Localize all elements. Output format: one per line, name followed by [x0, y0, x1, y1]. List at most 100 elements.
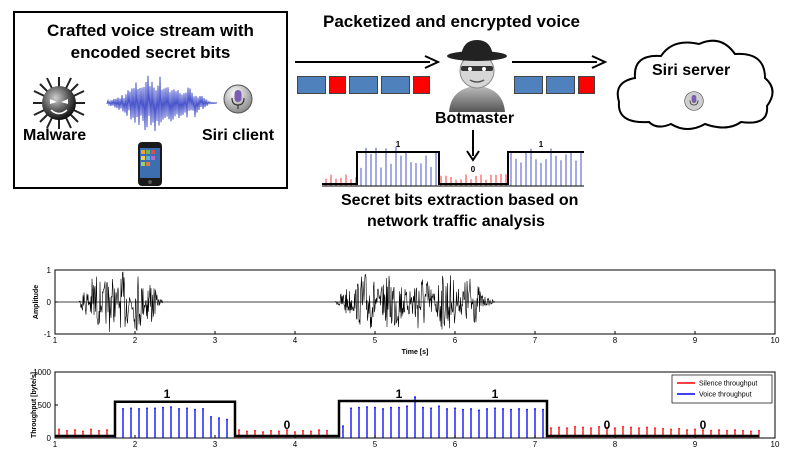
x-tick-label: 7: [533, 440, 538, 449]
voice-bar-marker: [138, 408, 140, 410]
x-tick-label: 6: [453, 336, 458, 345]
voice-bar-marker: [342, 425, 344, 428]
packetized-encrypted-voice-label: Packetized and encrypted voice: [323, 12, 580, 31]
silence-bar-marker: [654, 427, 656, 429]
silence-bar-marker: [750, 430, 752, 433]
silence-bar-marker: [318, 429, 320, 431]
packet-red: [329, 76, 346, 94]
silence-bar-marker: [238, 429, 240, 431]
voice-bar-marker: [486, 408, 488, 410]
voice-bar-marker: [542, 408, 544, 411]
silence-bar-marker: [590, 427, 592, 429]
voice-bar-marker: [374, 406, 376, 409]
silence-bar-marker: [294, 431, 296, 433]
silence-bar-marker: [286, 429, 288, 431]
silence-bar-marker: [718, 429, 720, 431]
voice-bar-marker: [510, 408, 512, 411]
silence-bar-marker: [622, 425, 624, 428]
voice-bar-marker: [390, 406, 392, 409]
voice-bar-marker: [178, 408, 180, 410]
y-tick-label: 0: [47, 298, 52, 307]
arrow-to-siri-server: [512, 55, 608, 69]
voice-bar-marker: [534, 408, 536, 410]
voice-bar-marker: [194, 408, 196, 411]
box-title-line2: encoded secret bits: [70, 43, 231, 62]
silence-bar-marker: [726, 429, 728, 432]
silence-bar-marker: [566, 427, 568, 429]
voice-bar-marker: [154, 407, 156, 410]
packet-blue: [546, 76, 575, 94]
silence-bar-marker: [310, 430, 312, 433]
packet-blue: [349, 76, 378, 94]
malware-virus-icon: [33, 77, 85, 129]
voice-bar-marker: [146, 407, 148, 410]
spy-botmaster-icon: [447, 40, 507, 112]
y-axis-label: Amplitude: [33, 285, 40, 319]
malware-label: Malware: [23, 127, 87, 144]
voice-bar-marker: [130, 407, 132, 410]
y-tick-label: 0: [47, 434, 52, 443]
voice-bar-marker: [446, 408, 448, 410]
voice-bar-marker: [210, 415, 212, 418]
silence-bar-marker: [638, 427, 640, 429]
x-tick-label: 1: [53, 440, 58, 449]
voice-bar-marker: [162, 406, 164, 409]
cloud-microphone-icon: [684, 91, 704, 111]
amplitude-waveform-segment: [334, 273, 496, 330]
bit-label: 1: [396, 387, 403, 401]
x-axis-label: Time [s]: [402, 349, 429, 356]
voice-bar-marker: [226, 418, 228, 421]
arrow-down-to-extraction: [466, 130, 480, 162]
x-tick-label: 2: [133, 440, 138, 449]
silence-bar-marker: [254, 429, 256, 432]
voice-bar-marker: [470, 408, 472, 410]
y-tick-label: 1: [47, 266, 52, 275]
voice-bar-marker: [422, 406, 424, 409]
silence-bar-marker: [90, 428, 92, 431]
voice-bar-marker: [406, 405, 408, 408]
voice-bar-marker: [414, 396, 416, 398]
voice-bar-marker: [366, 406, 368, 408]
x-tick-label: 8: [613, 440, 618, 449]
packet-blue: [514, 76, 543, 94]
siri-client-label: Siri client: [202, 127, 275, 144]
bit-label: 1: [164, 387, 171, 401]
cloud-icon: [616, 39, 774, 130]
packet-blue: [297, 76, 326, 94]
silence-bar-marker: [742, 429, 744, 432]
mini-bit-label: 1: [539, 140, 544, 149]
y-tick-label: 1000: [33, 368, 51, 377]
silence-bar-marker: [262, 431, 264, 433]
silence-bar-marker: [246, 430, 248, 433]
silence-bar-marker: [606, 426, 608, 429]
silence-bar-marker: [646, 426, 648, 429]
packet-red: [578, 76, 595, 94]
silence-bar-marker: [302, 429, 304, 432]
silence-bar-marker: [694, 428, 696, 431]
x-tick-label: 4: [293, 440, 298, 449]
amplitude-waveform-segment: [78, 271, 164, 333]
box-title-line1: Crafted voice stream with: [47, 21, 254, 40]
x-tick-label: 8: [613, 336, 618, 345]
silence-bar-marker: [270, 429, 272, 432]
voice-bar-marker: [438, 405, 440, 408]
silence-bar-marker: [98, 429, 100, 432]
x-tick-label: 4: [293, 336, 298, 345]
mini-bit-label: 1: [396, 140, 401, 149]
microphone-icon: [223, 84, 253, 114]
botmaster-label: Botmaster: [435, 110, 515, 127]
silence-bar-marker: [702, 429, 704, 431]
extraction-label-line1: Secret bits extraction based on: [341, 192, 579, 209]
mini-bit-extraction-chart: 1 0 1: [322, 140, 584, 187]
silence-bar-marker: [662, 427, 664, 430]
silence-bar-marker: [582, 426, 584, 429]
voice-bar-marker: [518, 408, 520, 410]
silence-bar-marker: [710, 429, 712, 432]
throughput-chart: 1011001234567891010005000Time [s]Through…: [31, 368, 780, 449]
x-tick-label: 9: [693, 440, 698, 449]
silence-bar-marker: [58, 428, 60, 431]
bit-label: 0: [700, 418, 707, 432]
mini-bit-label: 0: [471, 165, 476, 174]
siri-client-box: Crafted voice stream with encoded secret…: [13, 11, 288, 189]
